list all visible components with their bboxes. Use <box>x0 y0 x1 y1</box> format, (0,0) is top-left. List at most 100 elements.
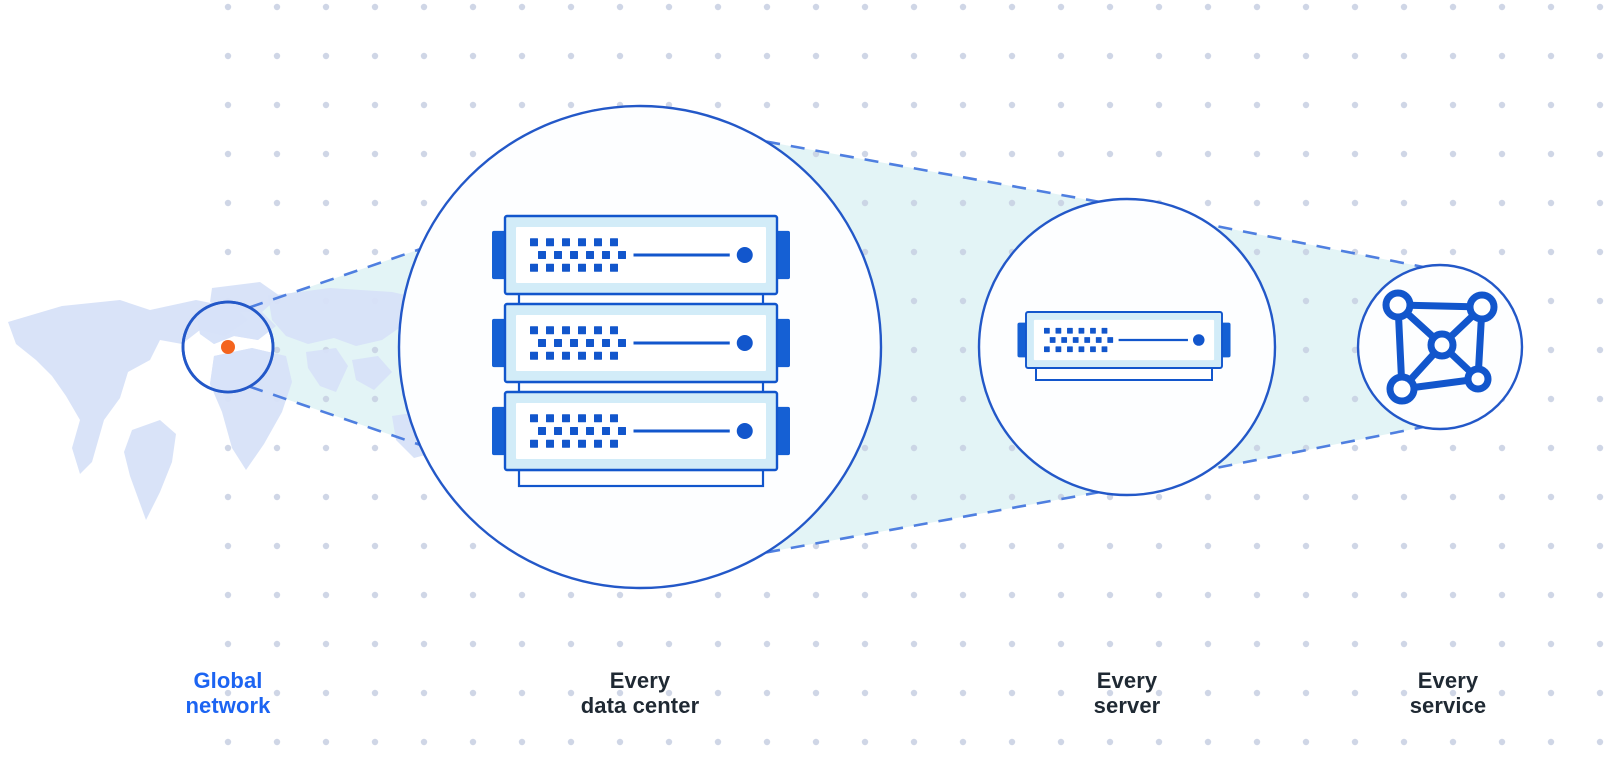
grid-dot <box>1400 199 1408 207</box>
grid-dot <box>1596 3 1604 11</box>
grid-dot <box>1155 101 1163 109</box>
grid-dot <box>1106 738 1114 746</box>
server-rack-icon <box>492 214 790 488</box>
network-node-bottom-right <box>1464 365 1492 393</box>
server-vent-square <box>538 427 546 435</box>
server-vent-square <box>1055 346 1062 353</box>
grid-dot <box>273 689 281 697</box>
grid-dot <box>371 591 379 599</box>
grid-dot <box>273 640 281 648</box>
server-vent-square <box>618 427 626 435</box>
grid-dot <box>812 52 820 60</box>
grid-dot <box>420 3 428 11</box>
grid-dot <box>567 689 575 697</box>
grid-dot <box>322 395 330 403</box>
grid-dot <box>322 738 330 746</box>
grid-dot <box>371 52 379 60</box>
map-landmass <box>306 348 348 392</box>
grid-dot <box>763 591 771 599</box>
grid-dot <box>1547 542 1555 550</box>
map-location-pin <box>221 340 235 354</box>
grid-dot <box>910 52 918 60</box>
grid-dot <box>910 101 918 109</box>
grid-dot <box>322 542 330 550</box>
server-vent-square <box>546 326 554 335</box>
grid-dot <box>1253 591 1261 599</box>
grid-dot <box>910 444 918 452</box>
grid-dot <box>1498 689 1506 697</box>
server-vent-square <box>538 339 546 347</box>
grid-dot <box>861 199 869 207</box>
grid-dot <box>1498 738 1506 746</box>
grid-dot <box>1400 150 1408 158</box>
grid-dot <box>273 591 281 599</box>
grid-dot <box>224 3 232 11</box>
grid-dot <box>1351 493 1359 501</box>
single-server-base-bar <box>1035 367 1213 381</box>
grid-dot <box>910 346 918 354</box>
grid-dot <box>959 150 967 158</box>
grid-dot <box>518 689 526 697</box>
single-server-icon <box>1017 311 1231 381</box>
grid-dot <box>371 199 379 207</box>
server-vent-square <box>586 339 594 347</box>
server-vent-square <box>594 351 602 360</box>
grid-dot <box>861 591 869 599</box>
server-vent-square <box>530 326 538 335</box>
grid-dot <box>812 689 820 697</box>
grid-dot <box>1596 248 1604 256</box>
server-vent-square <box>610 238 618 247</box>
grid-dot <box>420 493 428 501</box>
grid-dot <box>1547 738 1555 746</box>
grid-dot <box>910 640 918 648</box>
server-vent-square <box>610 414 618 423</box>
grid-dot <box>322 248 330 256</box>
grid-dot <box>1596 199 1604 207</box>
grid-dot <box>224 248 232 256</box>
grid-dot <box>1400 248 1408 256</box>
grid-dot <box>1547 591 1555 599</box>
grid-dot <box>1057 640 1065 648</box>
grid-dot <box>322 3 330 11</box>
grid-dot <box>1547 52 1555 60</box>
grid-dot <box>371 689 379 697</box>
grid-dot <box>959 101 967 109</box>
grid-dot <box>861 3 869 11</box>
grid-dot <box>1253 689 1261 697</box>
server-vent-square <box>578 351 586 360</box>
grid-dot <box>567 101 575 109</box>
grid-dot <box>959 395 967 403</box>
grid-dot <box>469 3 477 11</box>
server-vent-square <box>562 351 570 360</box>
server-vent-square <box>530 238 538 247</box>
grid-dot <box>861 444 869 452</box>
grid-dot <box>1449 689 1457 697</box>
grid-dot <box>665 3 673 11</box>
server-vent-square <box>562 439 570 448</box>
grid-dot <box>1547 248 1555 256</box>
server-vent-square <box>594 326 602 335</box>
grid-dot <box>1253 640 1261 648</box>
grid-dot <box>1302 395 1310 403</box>
grid-dot <box>714 3 722 11</box>
grid-dot <box>1449 493 1457 501</box>
grid-dot <box>371 640 379 648</box>
grid-dot <box>763 640 771 648</box>
grid-dot <box>322 591 330 599</box>
grid-dot <box>1449 248 1457 256</box>
grid-dot <box>469 689 477 697</box>
grid-dot <box>1351 346 1359 354</box>
grid-dot <box>1449 542 1457 550</box>
grid-dot <box>1498 591 1506 599</box>
grid-dot <box>1400 493 1408 501</box>
server-vent-square <box>1084 337 1091 343</box>
grid-dot <box>322 640 330 648</box>
grid-dot <box>1498 542 1506 550</box>
server-vent-square <box>586 251 594 259</box>
grid-dot <box>1155 738 1163 746</box>
grid-dot <box>420 199 428 207</box>
grid-dot <box>469 640 477 648</box>
grid-dot <box>322 689 330 697</box>
grid-dot <box>1008 542 1016 550</box>
grid-dot <box>1449 591 1457 599</box>
